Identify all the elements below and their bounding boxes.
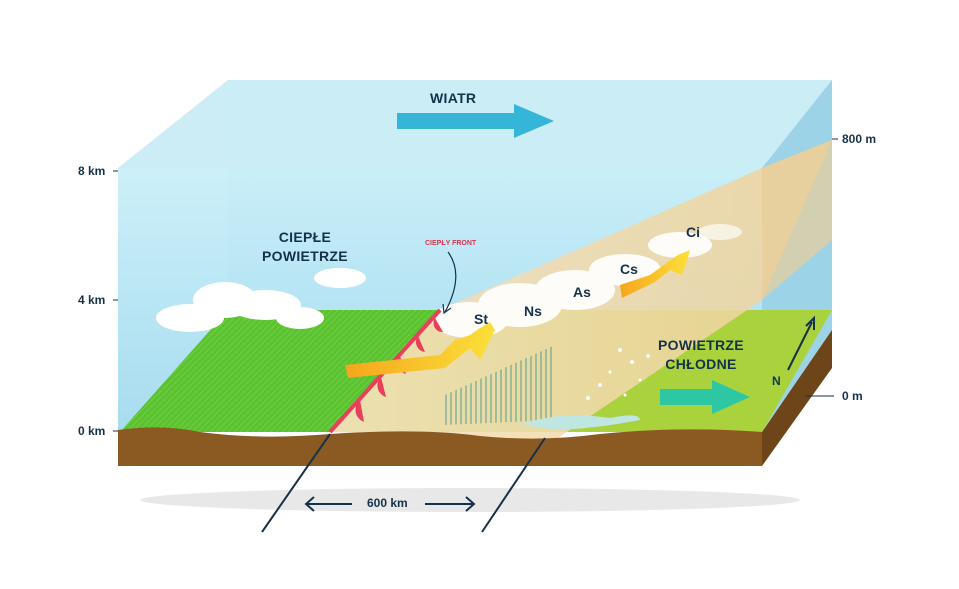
warm-air-label: CIEPŁE POWIETRZE: [262, 228, 348, 266]
upper-flow-arrow-icon: [620, 250, 690, 298]
cold-air-label-line1: POWIETRZE: [658, 337, 744, 353]
cold-air-arrow-icon: [660, 380, 750, 414]
altitude-label-4km: 4 km: [78, 293, 106, 307]
rain-shafts: [445, 345, 555, 425]
cloud-label-ns: Ns: [524, 303, 542, 319]
warm-air-label-line2: POWIETRZE: [262, 248, 348, 264]
rain-boundary-line: [481, 437, 546, 533]
puddle: [520, 415, 640, 430]
cloud-label-ci: Ci: [686, 224, 700, 240]
frontal-surface-side: [762, 140, 832, 300]
altitude-label-0km: 0 km: [78, 424, 106, 438]
north-label: N: [772, 374, 781, 388]
wind-label: WIATR: [430, 90, 477, 106]
north-arrow-icon: [787, 315, 815, 371]
front-pointer: [444, 251, 457, 313]
cloud-label-st: St: [474, 311, 488, 327]
distance-arrow-icon: [304, 496, 476, 512]
soil-side: [762, 330, 832, 466]
cloud-label-cs: Cs: [620, 261, 638, 277]
front-boundary-line: [261, 433, 331, 533]
warm-air-label-line1: CIEPŁE: [278, 229, 332, 245]
warm-air-cloud: [156, 268, 366, 332]
cold-air-label: POWIETRZE CHŁODNE: [658, 336, 744, 374]
cold-air-label-line2: CHŁODNE: [665, 356, 737, 372]
distance-label: 600 km: [367, 496, 408, 510]
wind-arrow-icon: [397, 104, 554, 138]
right-scale-0m: 0 m: [842, 389, 863, 403]
scale-ticks: [113, 138, 838, 432]
soil-front: [118, 427, 762, 466]
warm-air-arrow-icon: [345, 322, 495, 378]
right-scale-800m: 800 m: [842, 132, 877, 146]
precipitation-dots: [586, 348, 650, 400]
altitude-label-8km: 8 km: [78, 164, 106, 178]
warm-air-ground: [120, 310, 440, 432]
frontal-clouds: [432, 224, 742, 338]
warm-front-label: CIEPŁY FRONT: [425, 240, 477, 247]
cloud-label-as: As: [573, 284, 591, 300]
